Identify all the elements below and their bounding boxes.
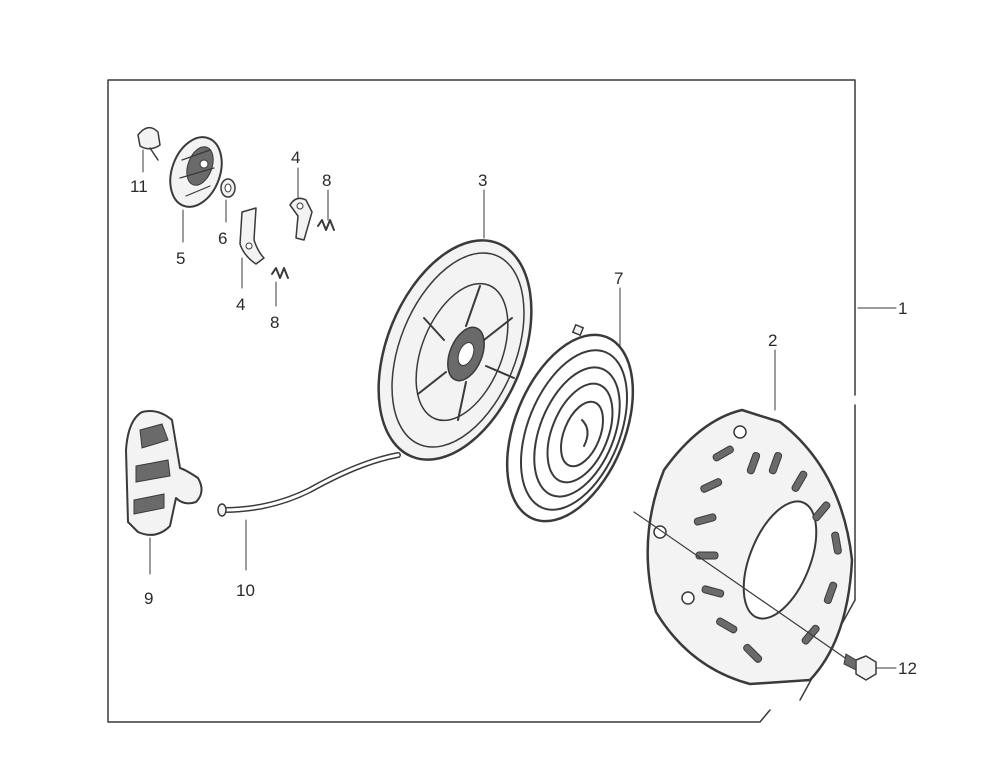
part-10-starter-rope — [217, 452, 401, 571]
part-8-spring-lower — [271, 267, 289, 307]
callout-8-upper: 8 — [322, 171, 331, 190]
part-7-recoil-spring — [505, 287, 635, 523]
part-3-starter-reel — [377, 189, 533, 461]
part-8-spring-upper — [317, 189, 335, 231]
callout-9: 9 — [144, 589, 153, 608]
part-9-starter-handle — [125, 410, 203, 575]
callout-4-upper: 4 — [291, 148, 300, 167]
callout-12: 12 — [898, 659, 917, 678]
part-11-bolt — [137, 126, 161, 173]
callout-10: 10 — [236, 581, 255, 600]
part-5-friction-plate — [169, 136, 223, 243]
callout-5: 5 — [176, 249, 185, 268]
part-2-starter-case — [646, 349, 854, 686]
part-4-ratchet-pawl-upper — [289, 167, 313, 241]
callout-8-lower: 8 — [270, 313, 279, 332]
callout-2: 2 — [768, 331, 777, 350]
part-4-ratchet-pawl-lower — [239, 207, 265, 289]
callout-11: 11 — [130, 177, 148, 196]
assembly-frame — [107, 79, 856, 723]
callout-3: 3 — [478, 171, 487, 190]
callout-4-lower: 4 — [236, 295, 245, 314]
part-6-washer — [220, 178, 236, 223]
callout-6: 6 — [218, 229, 227, 248]
part-12-bolt — [633, 511, 897, 681]
callout-1: 1 — [898, 299, 907, 318]
callout-7: 7 — [614, 269, 623, 288]
